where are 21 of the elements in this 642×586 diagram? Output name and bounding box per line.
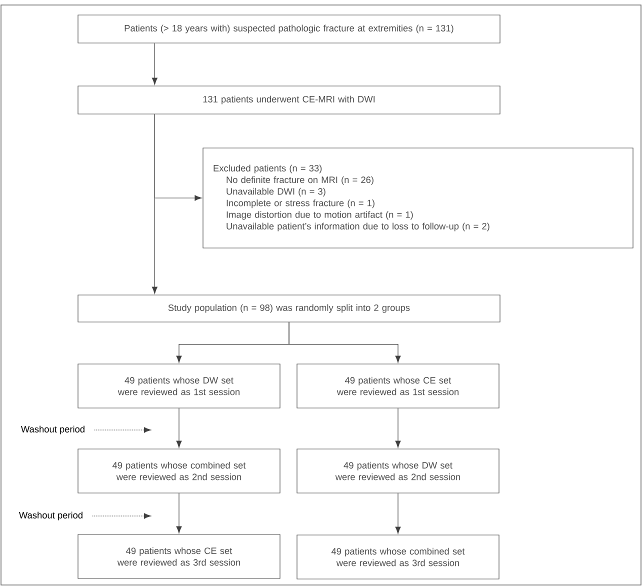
process-box: 49 patients whose DW set were reviewed as 1st session [78,364,280,408]
arrow [176,493,182,534]
process-box: 49 patients whose combined set were reviewed as 3rd session [296,534,500,580]
side-label: Washout period [21,426,84,434]
process-box: Patients (> 18 years with) suspected pathologic fracture at extremities (n = 131) [78,14,500,44]
process-box: Study population (n = 98) was randomly split into 2 groups [78,294,500,322]
arrow [395,493,401,534]
process-box: 49 patients whose CE set were reviewed as 1st session [296,364,500,408]
arrow [152,43,158,85]
washout-arrow [94,427,152,433]
process-box: 49 patients whose DW set were reviewed as 2nd session [296,448,500,494]
washout-arrow [92,513,152,519]
arrow [176,408,182,448]
arrow [288,322,401,363]
process-box: 49 patients whose CE set were reviewed as 3rd session [78,534,280,579]
arrow [152,114,158,294]
side-label: Washout period [19,512,82,520]
arrow [395,408,401,448]
process-box: 49 patients whose combined set were reviewed as 2nd session [78,448,280,494]
process-box: 131 patients underwent CE-MRI with DWI [78,86,500,114]
exclusion-box: Excluded patients (n = 33) No definite fracture on MRI (n = 26) Unavailable DWI (n = 3) Incomplete or stress fracture (n = 1) Image distortion due to motion artifact (n = 1) Unavailable patient’s information due to loss to follow-up (n = 2) [202,148,634,248]
